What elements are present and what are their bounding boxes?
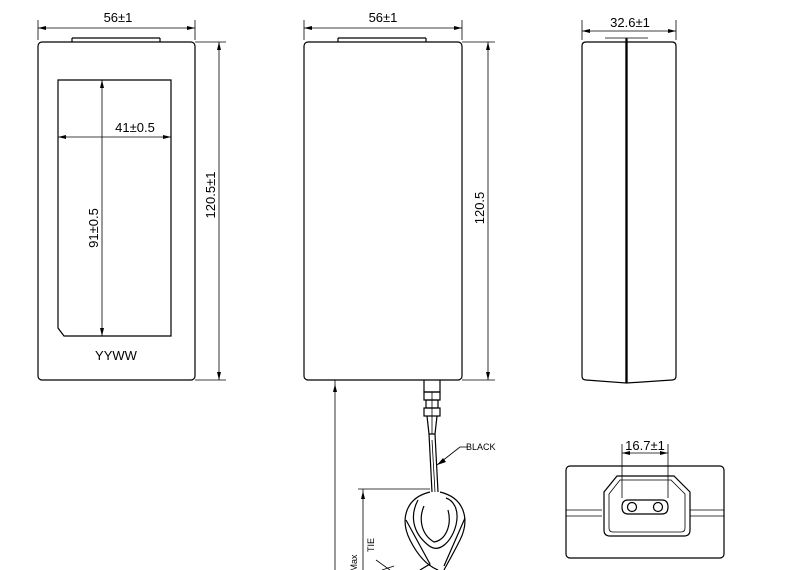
rear-height-dim: 120.5 — [472, 192, 487, 225]
inlet-recess — [603, 475, 691, 537]
max-label: Max — [349, 554, 359, 570]
front-outline — [37, 41, 196, 381]
side-view: 32.6±1 — [581, 15, 677, 384]
front-width-dim: 56±1 — [104, 10, 133, 25]
strain-relief — [423, 380, 441, 435]
window-width-dim: 41±0.5 — [115, 120, 155, 135]
c8-socket — [621, 499, 669, 515]
label-window — [57, 79, 172, 337]
rear-outline — [303, 41, 463, 381]
side-left-half — [581, 41, 627, 384]
side-right-half — [626, 41, 677, 384]
front-view: 56±1 41±0.5 91±0.5 YYWW 120.5±1 — [37, 10, 226, 381]
cable-color-label: BLACK — [466, 442, 496, 452]
window-height-dim: 91±0.5 — [86, 208, 101, 248]
inlet-end-outline — [565, 465, 725, 559]
rear-view: 56±1 120.5 — [303, 10, 496, 570]
tie-label: TIE — [366, 538, 376, 552]
date-code-marking: YYWW — [95, 348, 138, 363]
cable — [404, 433, 466, 570]
inlet-view: 16.7±1 — [565, 438, 725, 559]
front-height-dim: 120.5±1 — [203, 172, 218, 219]
side-thickness-dim: 32.6±1 — [610, 15, 650, 30]
rear-width-dim: 56±1 — [369, 10, 398, 25]
inlet-width-dim: 16.7±1 — [625, 438, 665, 453]
